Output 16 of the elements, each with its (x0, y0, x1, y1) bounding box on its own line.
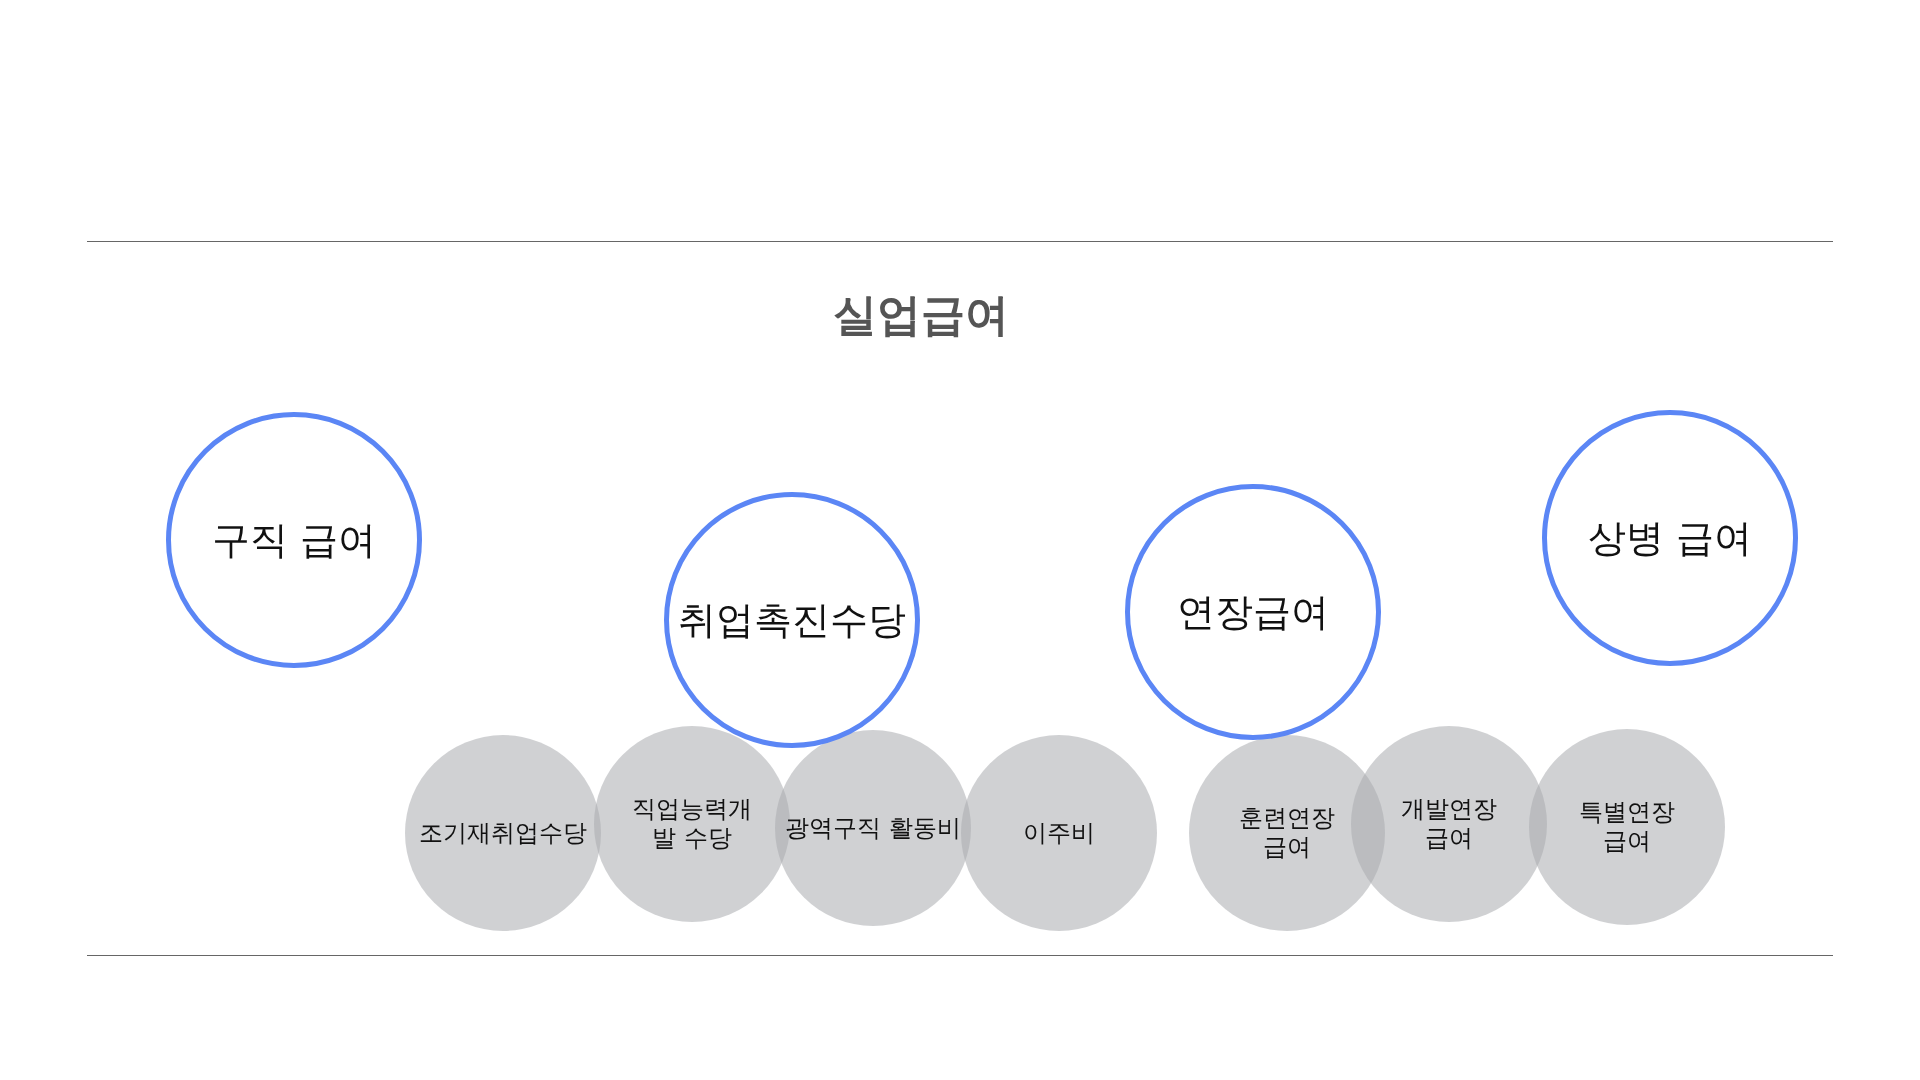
circle-label: 개발연장 급여 (1400, 795, 1498, 853)
circle-label: 훈련연장 급여 (1238, 804, 1336, 862)
circle-label: 직업능력개발 수당 (632, 795, 752, 853)
circle-label: 연장급여 (1177, 588, 1329, 636)
circle-label: 상병 급여 (1587, 514, 1753, 562)
category-circle (166, 412, 422, 668)
circle-label: 취업촉진수당 (678, 596, 906, 644)
category-circle (664, 492, 920, 748)
category-circle (1125, 484, 1381, 740)
circle-label: 구직 급여 (211, 516, 377, 564)
circle-label: 이주비 (1023, 818, 1095, 848)
diagram-title: 실업급여 (833, 288, 1009, 342)
circle-label: 광역구직 활동비 (785, 813, 961, 843)
circle-label: 조기재취업수당 (419, 818, 587, 848)
category-circle (1542, 410, 1798, 666)
circle-label: 특별연장 급여 (1578, 798, 1676, 856)
